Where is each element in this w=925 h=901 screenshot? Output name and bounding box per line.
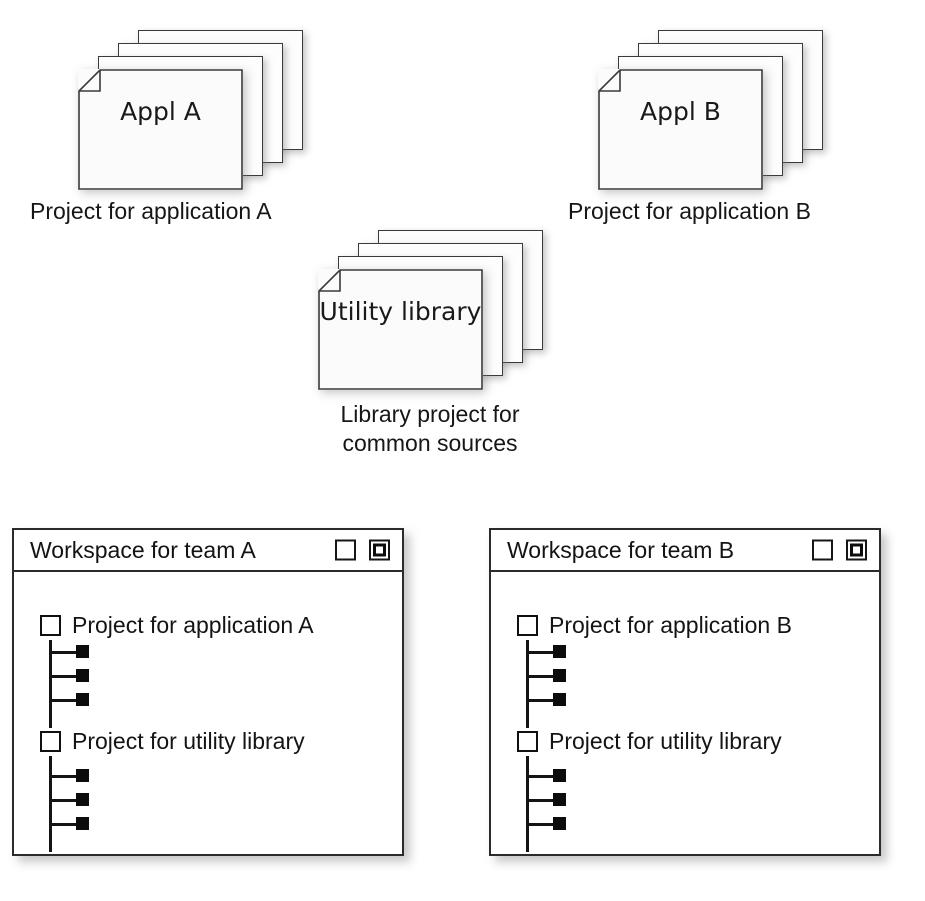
tree-leaf[interactable]	[40, 764, 314, 788]
tree-leaf[interactable]	[517, 788, 792, 812]
tree-root-row[interactable]: Project for application A	[40, 610, 314, 640]
source-file-icon	[553, 669, 566, 682]
source-file-icon	[76, 645, 89, 658]
tree-node-label: Project for utility library	[549, 727, 782, 754]
tree-root-row[interactable]: Project for application B	[517, 610, 792, 640]
tree-node-label: Project for application B	[549, 611, 792, 638]
tree-root-row[interactable]: Project for utility library	[40, 726, 314, 756]
restore-icon[interactable]	[369, 539, 390, 561]
tree-leaf[interactable]	[517, 764, 792, 788]
document-stack: Utility library	[318, 230, 566, 390]
project-node-icon	[517, 614, 538, 636]
tree-leaf[interactable]	[517, 664, 792, 688]
window-titlebar[interactable]: Workspace for team B	[491, 530, 879, 572]
window-buttons	[335, 539, 390, 561]
tree-leaf[interactable]	[40, 788, 314, 812]
tree-node[interactable]: Project for application A	[40, 610, 314, 728]
tree-trunk	[526, 756, 529, 852]
tree-children	[517, 640, 792, 728]
tree-node[interactable]: Project for utility library	[40, 726, 314, 852]
source-file-icon	[553, 693, 566, 706]
maximize-icon[interactable]	[335, 539, 356, 561]
window-workspace-team-b[interactable]: Workspace for team B Project for applica…	[489, 528, 881, 856]
window-workspace-team-a[interactable]: Workspace for team A Project for applica…	[12, 528, 404, 856]
tree-leaf[interactable]	[517, 688, 792, 712]
window-titlebar[interactable]: Workspace for team A	[14, 530, 402, 572]
tree-node-label: Project for utility library	[72, 727, 305, 754]
document-sheet-front	[598, 69, 763, 190]
window-body: Project for application B Project for ut…	[491, 572, 879, 854]
window-buttons	[812, 539, 867, 561]
source-file-icon	[76, 817, 89, 830]
tree-leaf[interactable]	[517, 640, 792, 664]
tree-leaf[interactable]	[40, 640, 314, 664]
document-stack: Appl A	[78, 30, 326, 190]
tree-leaf[interactable]	[40, 688, 314, 712]
tree-leaf[interactable]	[40, 812, 314, 836]
tree-children	[40, 640, 314, 728]
caption-project-utility-library: Library project for common sources	[340, 401, 520, 456]
caption-project-app-b: Project for application B	[568, 198, 811, 224]
tree-leaf[interactable]	[517, 812, 792, 836]
document-sheet-front	[78, 69, 243, 190]
source-file-icon	[553, 645, 566, 658]
project-node-icon	[40, 730, 61, 752]
restore-icon[interactable]	[846, 539, 867, 561]
tree-node[interactable]: Project for utility library	[517, 726, 792, 852]
maximize-icon[interactable]	[812, 539, 833, 561]
source-file-icon	[76, 769, 89, 782]
source-file-icon	[553, 769, 566, 782]
project-node-icon	[40, 614, 61, 636]
window-title: Workspace for team B	[507, 537, 735, 563]
project-tree: Project for application B Project for ut…	[517, 610, 792, 852]
tree-trunk	[526, 640, 529, 728]
tree-children	[40, 756, 314, 852]
source-file-icon	[553, 793, 566, 806]
tree-node-label: Project for application A	[72, 611, 314, 638]
document-stack: Appl B	[598, 30, 846, 190]
window-body: Project for application A Project for ut…	[14, 572, 402, 854]
project-tree: Project for application A Project for ut…	[40, 610, 314, 852]
project-utility-library-group: Utility library	[318, 230, 566, 390]
source-file-icon	[553, 817, 566, 830]
source-file-icon	[76, 693, 89, 706]
source-file-icon	[76, 793, 89, 806]
window-title: Workspace for team A	[30, 537, 256, 563]
tree-root-row[interactable]: Project for utility library	[517, 726, 792, 756]
caption-project-app-a: Project for application A	[30, 198, 272, 224]
project-app-b-group: Appl B	[598, 30, 846, 190]
tree-leaf[interactable]	[40, 664, 314, 688]
tree-children	[517, 756, 792, 852]
project-app-a-group: Appl A	[78, 30, 326, 190]
project-node-icon	[517, 730, 538, 752]
tree-node[interactable]: Project for application B	[517, 610, 792, 728]
document-sheet-front	[318, 269, 483, 390]
source-file-icon	[76, 669, 89, 682]
tree-trunk	[49, 756, 52, 852]
tree-trunk	[49, 640, 52, 728]
